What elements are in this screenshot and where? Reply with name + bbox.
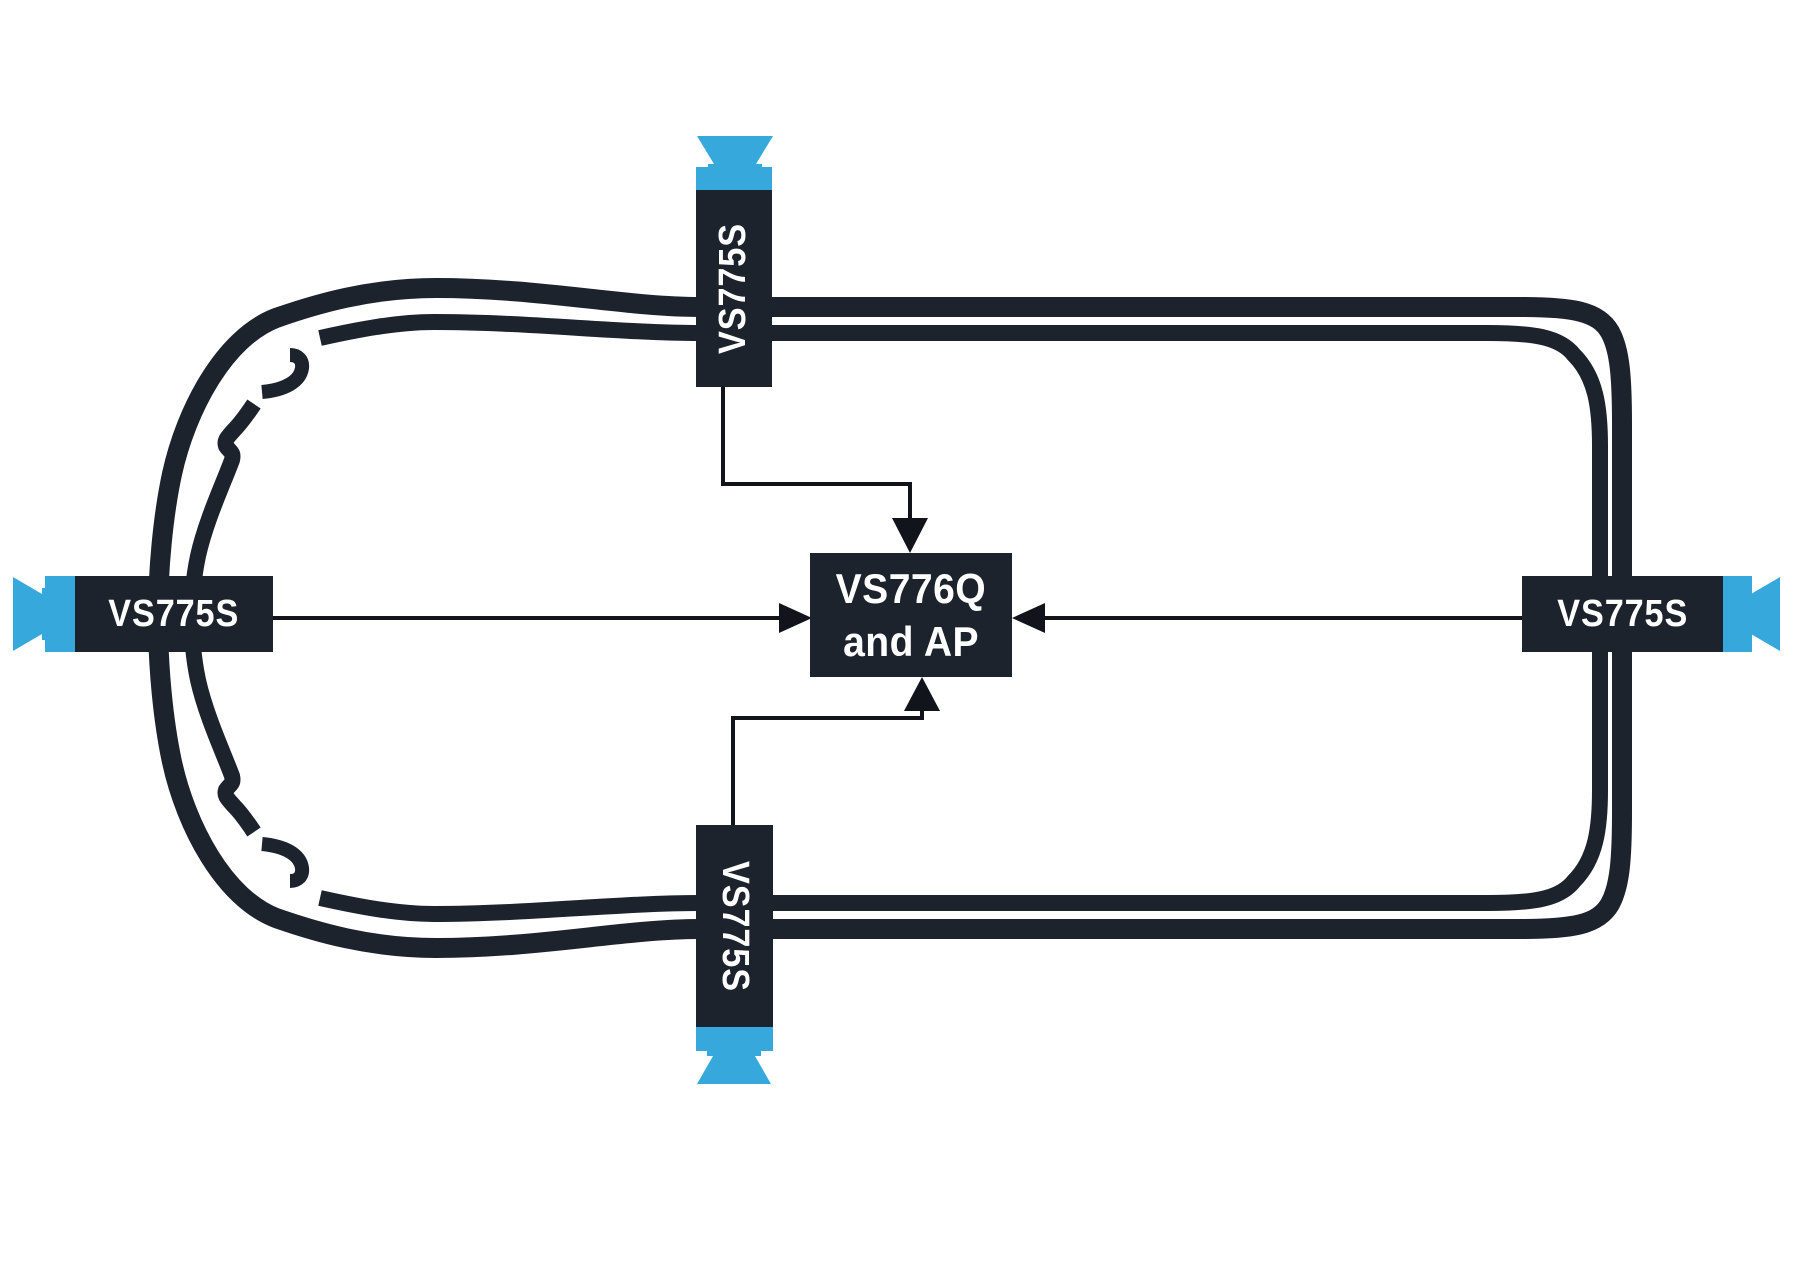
bottom-camera-label: VS775S — [714, 860, 757, 992]
car-body-outer-outline — [147, 277, 1632, 959]
processor-subname: and AP — [843, 618, 979, 665]
side-mirror-bottom-icon — [261, 837, 310, 888]
side-mirror-top-icon — [261, 348, 310, 399]
front-camera-module: VS775S — [75, 576, 273, 652]
central-processor-box: VS776Q and AP — [810, 553, 1012, 677]
rear-camera-module: VS775S — [1522, 576, 1723, 652]
front-camera-lens-icon — [13, 576, 75, 652]
connector-bottom-camera — [731, 677, 940, 825]
top-camera-module: VS775S — [696, 190, 772, 387]
top-camera-label: VS775S — [712, 223, 755, 354]
rear-camera-lens-icon — [1722, 576, 1780, 652]
camera-lens-group — [13, 136, 1780, 1084]
connector-front-camera — [273, 603, 812, 633]
rear-camera-label: VS775S — [1557, 592, 1688, 635]
top-camera-lens-icon — [696, 136, 773, 191]
bottom-camera-lens-icon — [696, 1026, 773, 1084]
processor-name: VS776Q — [835, 565, 987, 612]
connector-rear-camera — [1012, 603, 1522, 633]
bottom-camera-module: VS775S — [696, 825, 773, 1027]
front-camera-label: VS775S — [108, 592, 240, 635]
connector-top-camera — [721, 387, 928, 553]
connector-group — [273, 387, 1522, 825]
